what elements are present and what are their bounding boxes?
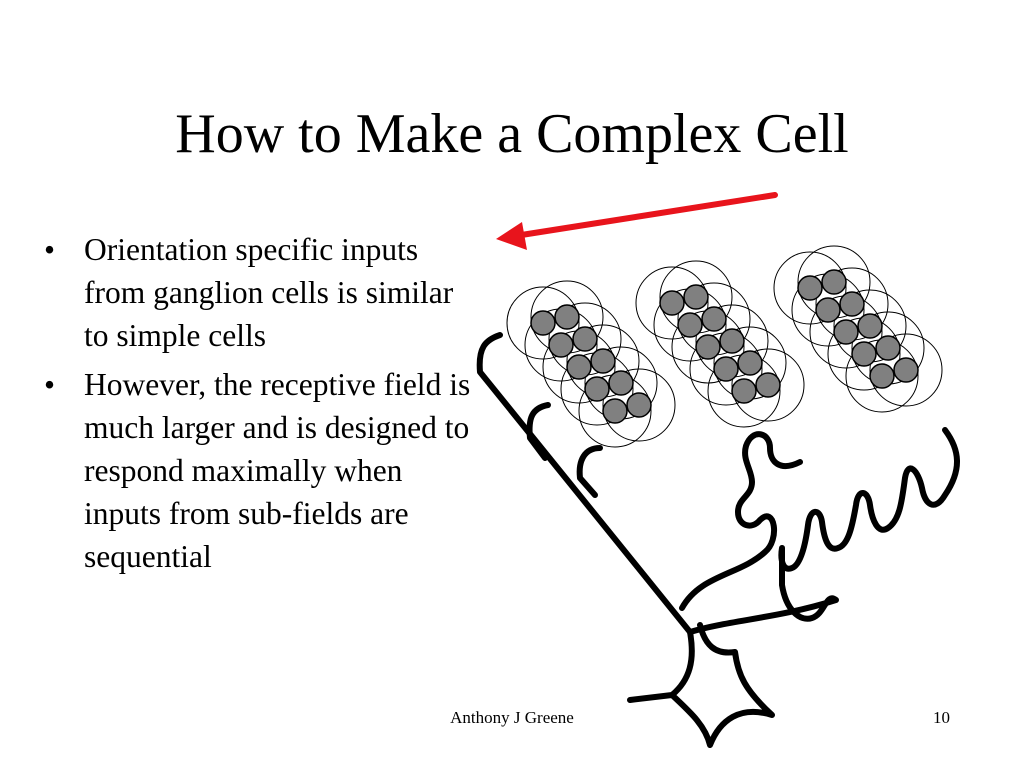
ganglion-center xyxy=(677,312,703,338)
receptive-field-surround xyxy=(635,266,709,340)
bullet-item: However, the receptive field is much lar… xyxy=(40,363,480,578)
receptive-field-group xyxy=(635,260,805,428)
ganglion-center xyxy=(869,363,895,389)
ganglion-center xyxy=(584,376,610,402)
footer-author: Anthony J Greene xyxy=(450,708,574,727)
ganglion-center xyxy=(857,313,883,339)
receptive-field-surround xyxy=(731,348,805,422)
receptive-field-group xyxy=(773,245,943,413)
receptive-field-surround xyxy=(602,368,676,442)
dendrite-branch xyxy=(526,402,551,461)
receptive-field-clusters xyxy=(506,245,943,448)
ganglion-center xyxy=(833,319,859,345)
ganglion-center xyxy=(731,378,757,404)
motion-arrow xyxy=(496,192,778,250)
ganglion-center xyxy=(590,348,616,374)
ganglion-center xyxy=(701,306,727,332)
ganglion-center xyxy=(608,370,634,396)
ganglion-center xyxy=(875,335,901,361)
ganglion-center xyxy=(548,332,574,358)
receptive-field-surround xyxy=(869,333,943,407)
receptive-field-surround xyxy=(506,286,580,360)
receptive-field-surround xyxy=(773,251,847,325)
dendrite-wavy-right xyxy=(687,427,960,635)
ganglion-center xyxy=(755,372,781,398)
ganglion-center xyxy=(566,354,592,380)
ganglion-center xyxy=(554,304,580,330)
ganglion-center xyxy=(626,392,652,418)
ganglion-center xyxy=(851,341,877,367)
ganglion-center xyxy=(815,297,841,323)
ganglion-center xyxy=(719,328,745,354)
bullet-list: Orientation specific inputs from ganglio… xyxy=(40,228,480,584)
ganglion-center xyxy=(797,275,823,301)
page-number: 10 xyxy=(933,708,950,727)
complex-cell-neuron xyxy=(476,332,960,748)
dendrite-branch xyxy=(576,445,603,498)
ganglion-center xyxy=(683,284,709,310)
ganglion-center xyxy=(659,290,685,316)
ganglion-center xyxy=(602,398,628,424)
slide-title: How to Make a Complex Cell xyxy=(175,103,849,165)
receptive-field-group xyxy=(506,280,676,448)
ganglion-center xyxy=(893,357,919,383)
ganglion-center xyxy=(695,334,721,360)
ganglion-center xyxy=(821,269,847,295)
ganglion-center xyxy=(839,291,865,317)
ganglion-center xyxy=(713,356,739,382)
soma xyxy=(627,622,775,748)
dendrite-wavy-middle xyxy=(679,431,803,611)
bullet-item: Orientation specific inputs from ganglio… xyxy=(40,228,480,357)
ganglion-center xyxy=(572,326,598,352)
ganglion-center xyxy=(737,350,763,376)
dendrite-main xyxy=(476,332,693,635)
ganglion-center xyxy=(530,310,556,336)
